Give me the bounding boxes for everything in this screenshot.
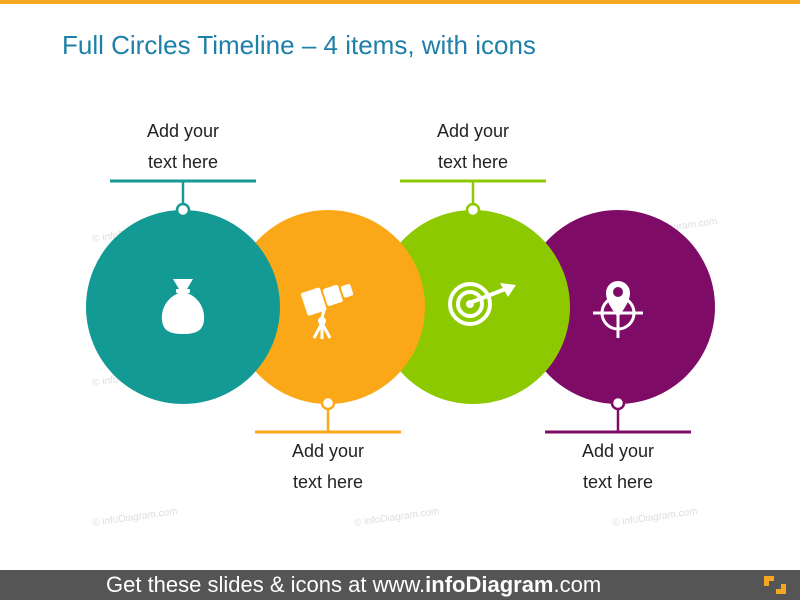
connector-3 xyxy=(400,179,546,218)
footer-brand: infoDiagram xyxy=(425,572,554,597)
item-4-text: Add your text here xyxy=(538,436,698,498)
top-accent-bar xyxy=(0,0,800,4)
item-1-text-line1: Add your xyxy=(146,121,220,141)
footer-prefix: Get these slides & icons at www. xyxy=(106,572,426,597)
connector-2 xyxy=(255,395,401,434)
connector-4 xyxy=(545,395,691,434)
item-2-text-line2: text here xyxy=(292,472,364,492)
connector-1 xyxy=(110,179,256,218)
footer-suffix: .com xyxy=(553,572,602,597)
item-4-text-line1: Add your xyxy=(581,441,655,461)
location-target-icon xyxy=(593,281,643,338)
circles-timeline xyxy=(86,179,715,434)
target-icon xyxy=(448,282,516,326)
item-3-text-line1: Add your xyxy=(436,121,510,141)
telescope-icon xyxy=(301,284,354,339)
timeline-circle-3 xyxy=(376,210,570,404)
footer-text[interactable]: Get these slides & icons at www.infoDiag… xyxy=(106,570,601,600)
item-4-text-line2: text here xyxy=(582,472,654,492)
infodiagram-logo-icon xyxy=(764,576,786,594)
timeline-circle-2 xyxy=(231,210,425,404)
money-bag-icon xyxy=(161,279,205,334)
item-3-text: Add your text here xyxy=(393,116,553,178)
item-3-text-line2: text here xyxy=(437,152,509,172)
page-title: Full Circles Timeline – 4 items, with ic… xyxy=(62,30,536,60)
item-2-text-line1: Add your xyxy=(291,441,365,461)
footer-bar: Get these slides & icons at www.infoDiag… xyxy=(0,570,800,600)
item-2-text: Add your text here xyxy=(248,436,408,498)
item-1-text-line2: text here xyxy=(147,152,219,172)
item-1-text: Add your text here xyxy=(103,116,263,178)
